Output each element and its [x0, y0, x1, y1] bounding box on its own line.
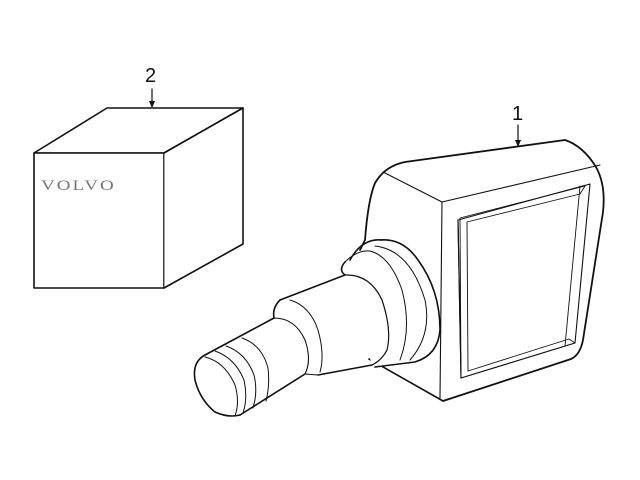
callout-2-label: 2 [145, 65, 157, 87]
callout-2-arrowhead [149, 101, 155, 108]
box-illustration [33, 88, 244, 289]
callout-1-arrowhead [515, 140, 521, 147]
sensor-illustration [193, 124, 605, 417]
callout-1-label: 1 [512, 103, 524, 125]
box-brand-label: VOLVO [41, 178, 116, 194]
